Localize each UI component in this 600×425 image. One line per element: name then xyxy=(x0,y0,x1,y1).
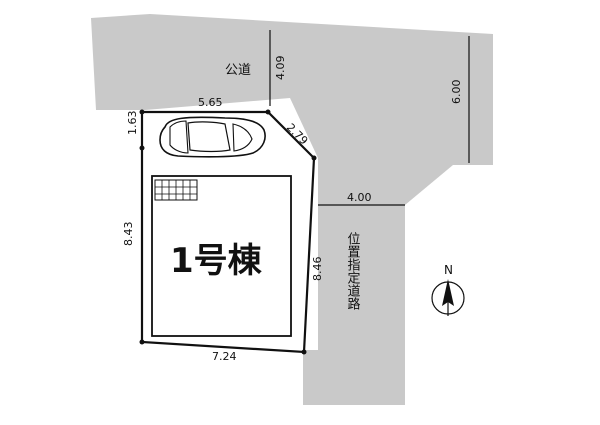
building-label: 1号棟 xyxy=(170,241,263,281)
dimension-4-00: 4.00 xyxy=(347,191,372,204)
car-icon xyxy=(159,116,266,158)
dimension-line-8-46 xyxy=(303,157,315,353)
house-footprint xyxy=(151,175,292,337)
dimension-4-09: 4.09 xyxy=(274,56,287,81)
dimension-6-00: 6.00 xyxy=(450,80,463,105)
dimension-8-43: 8.43 xyxy=(122,222,135,247)
dimension-1-63: 1.63 xyxy=(126,111,139,136)
dimension-line-2-79 xyxy=(267,111,315,159)
public-road-label: 公道 xyxy=(225,63,251,78)
designated-road-area xyxy=(303,205,405,405)
dimension-5-65: 5.65 xyxy=(198,96,223,109)
dimension-8-46: 8.46 xyxy=(311,257,324,282)
designated-road-label: 位置指定道路 xyxy=(345,232,361,310)
dimension-7-24: 7.24 xyxy=(212,350,237,363)
north-arrow-icon xyxy=(442,279,454,306)
grid-block xyxy=(154,179,198,201)
north-arrow: N xyxy=(431,263,465,316)
north-label: N xyxy=(444,263,453,277)
dimension-line-7-24 xyxy=(141,341,305,353)
